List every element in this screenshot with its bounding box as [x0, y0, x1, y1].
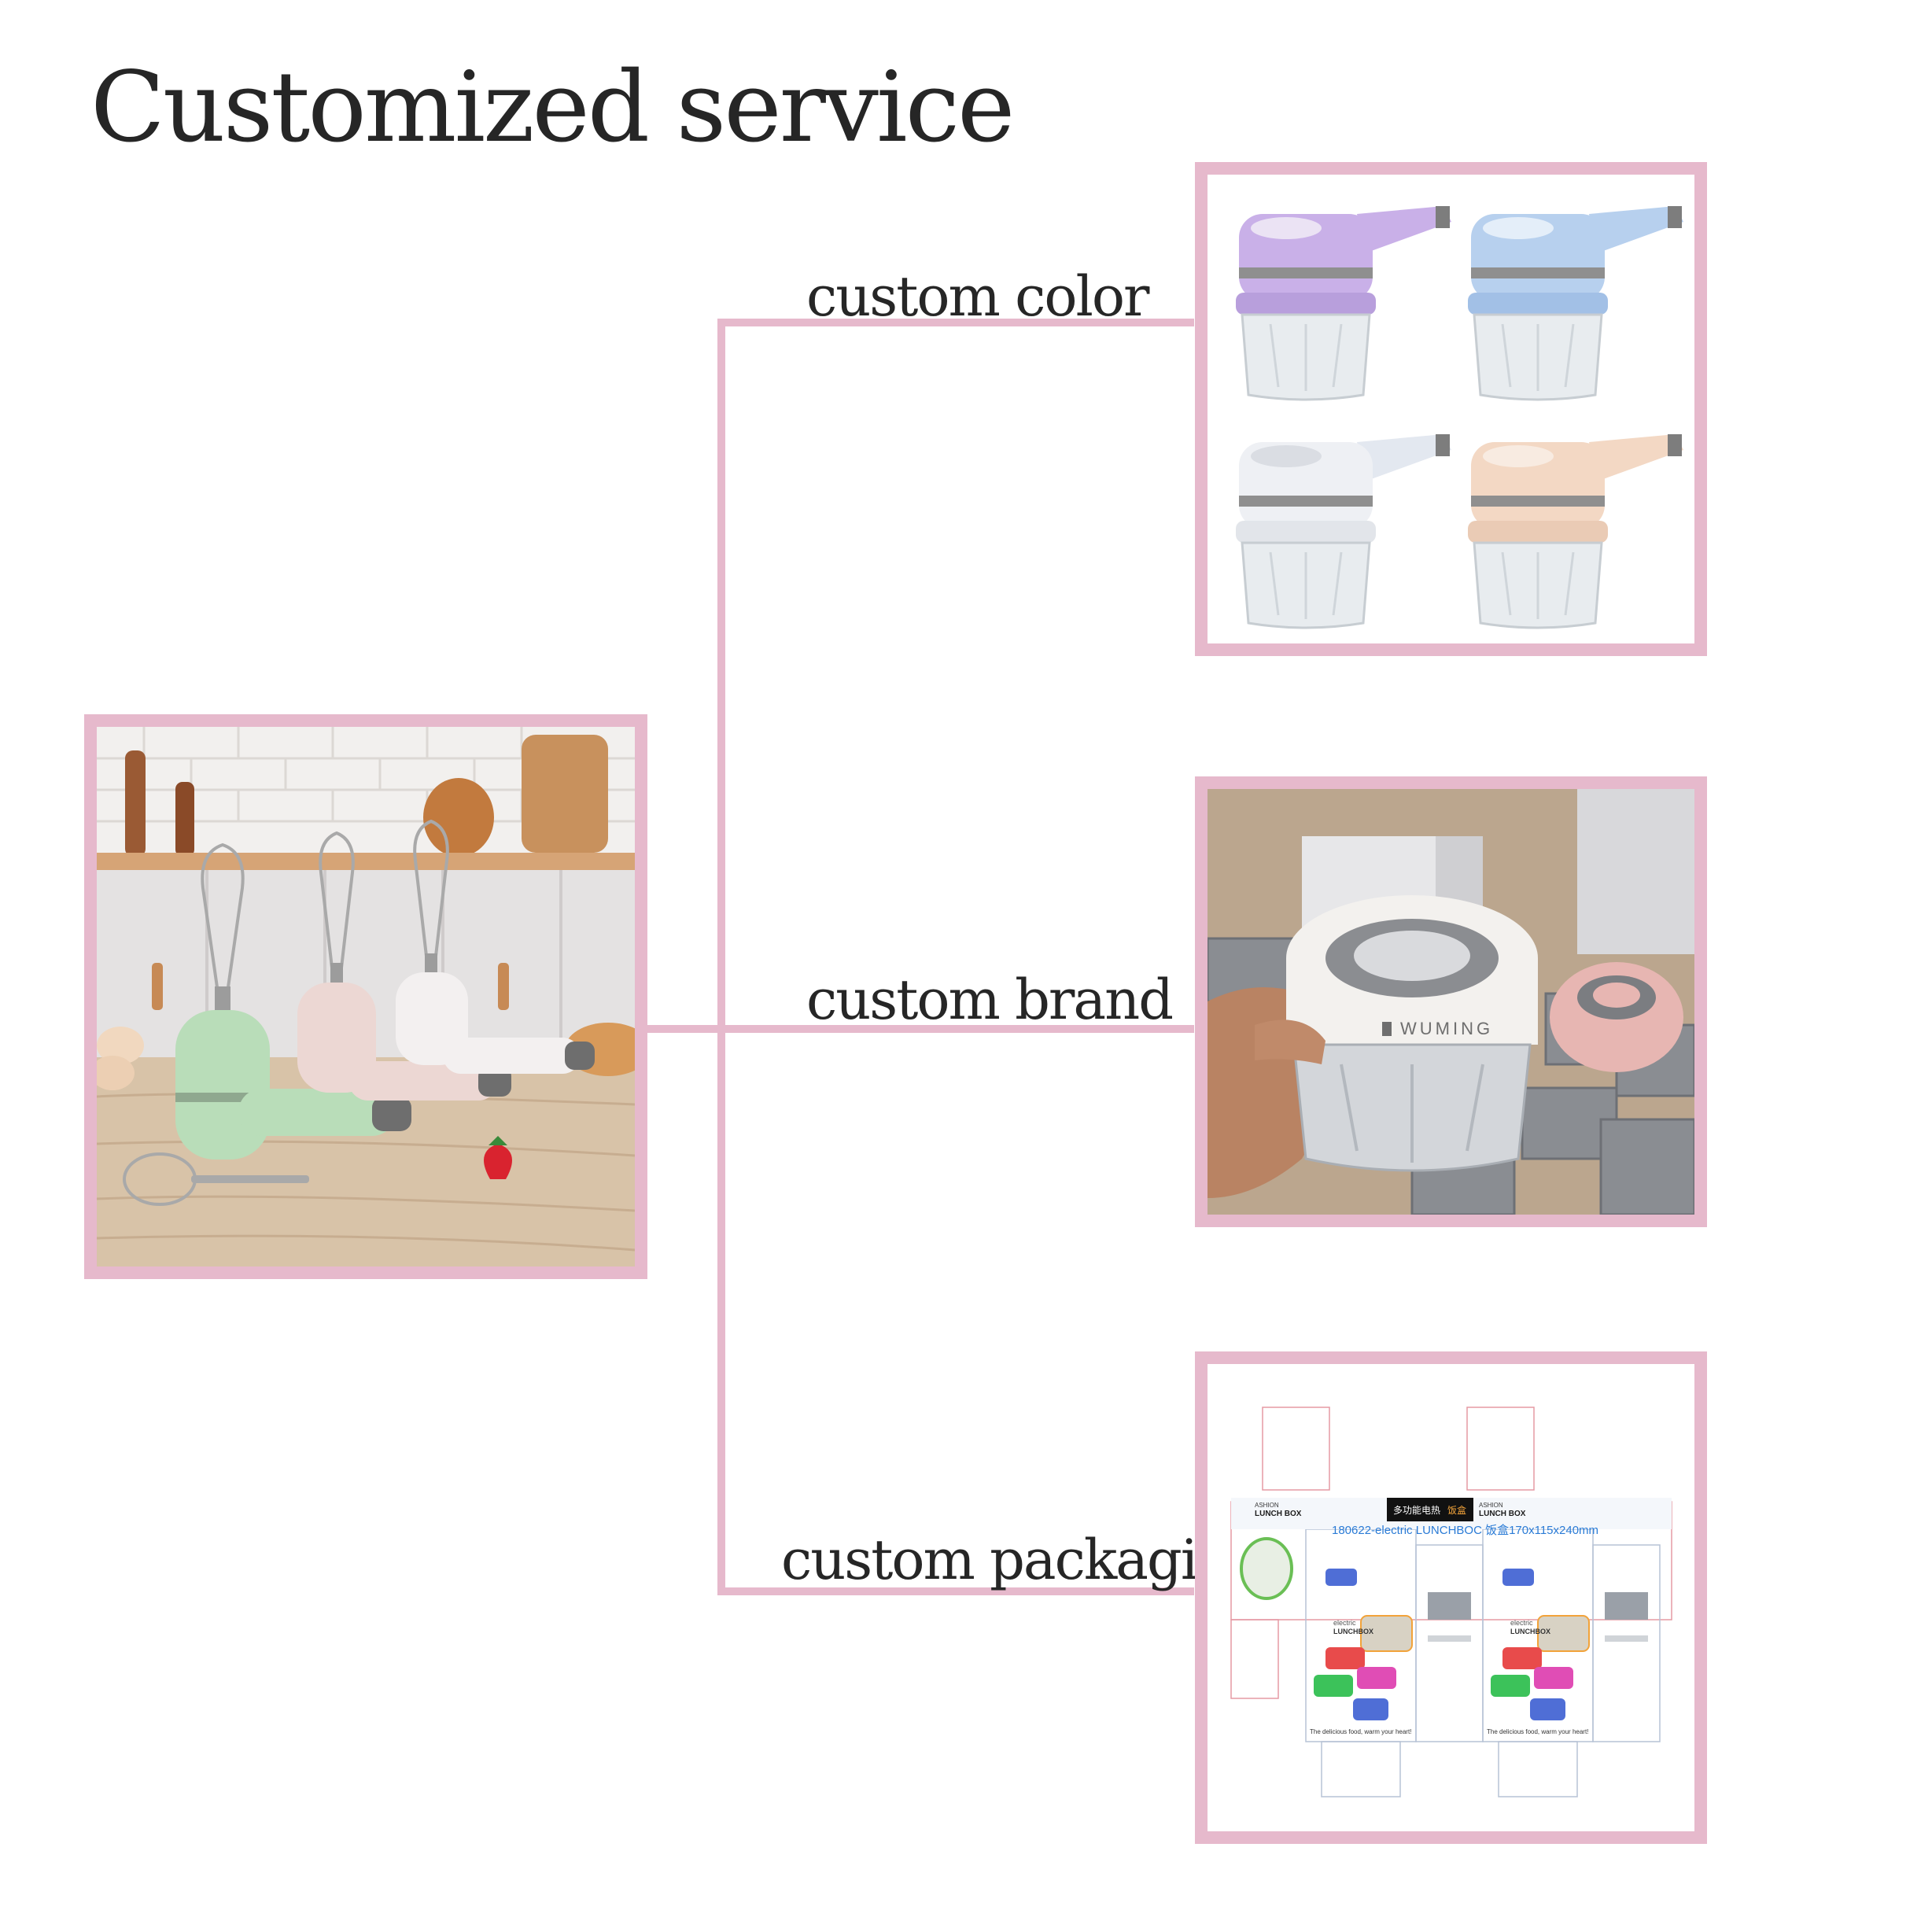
pk-cn-title: 多功能电热	[1393, 1505, 1440, 1516]
whisk-mixer-photo	[97, 727, 635, 1266]
label-custom-color: custom color	[806, 264, 1149, 329]
main-product-photo	[84, 714, 647, 1279]
connector-main-stub	[639, 1025, 725, 1033]
label-custom-packaging: custom packaging	[781, 1528, 1266, 1592]
pk-product-label-2: LUNCHBOX	[1510, 1628, 1550, 1635]
pk-brand-small-2: ASHION	[1479, 1502, 1503, 1509]
pk-spec-line: 180622-electric LUNCHBOC 饭盒170x115x240mm	[1332, 1524, 1598, 1537]
pk-slogan-2: The delicious food, warm your heart!	[1487, 1728, 1588, 1735]
brand-logo-text: WUMING	[1400, 1019, 1493, 1038]
connector-branch-brand	[717, 1025, 1194, 1033]
page-title: Customized service	[90, 51, 1015, 164]
custom-packaging-image: 多功能电热 饭盒 ASHION LUNCH BOX ASHION LUNCH B…	[1195, 1351, 1707, 1844]
label-custom-brand: custom brand	[806, 968, 1174, 1032]
connector-branch-color	[717, 319, 1194, 326]
pk-cn-tag: 饭盒	[1447, 1504, 1466, 1516]
pk-product-label: LUNCHBOX	[1333, 1628, 1373, 1635]
pk-product-label-small: electric	[1333, 1619, 1356, 1627]
garlic-chopper-icon	[1208, 175, 1694, 643]
custom-color-image	[1195, 162, 1707, 656]
pk-brand-big-2: LUNCH BOX	[1479, 1510, 1526, 1518]
branded-chopper-photo: WUMING	[1208, 789, 1694, 1215]
pk-product-label-small-2: electric	[1510, 1619, 1533, 1627]
connector-branch-packaging	[717, 1587, 1194, 1595]
pk-brand-big: LUNCH BOX	[1255, 1510, 1302, 1518]
connector-vertical-trunk	[717, 319, 725, 1595]
lunch-box-icon: 多功能电热 饭盒 ASHION LUNCH BOX ASHION LUNCH B…	[1208, 1364, 1694, 1831]
custom-brand-photo: WUMING	[1195, 776, 1707, 1227]
pk-slogan: The delicious food, warm your heart!	[1310, 1728, 1411, 1735]
pk-brand-small: ASHION	[1255, 1502, 1279, 1509]
